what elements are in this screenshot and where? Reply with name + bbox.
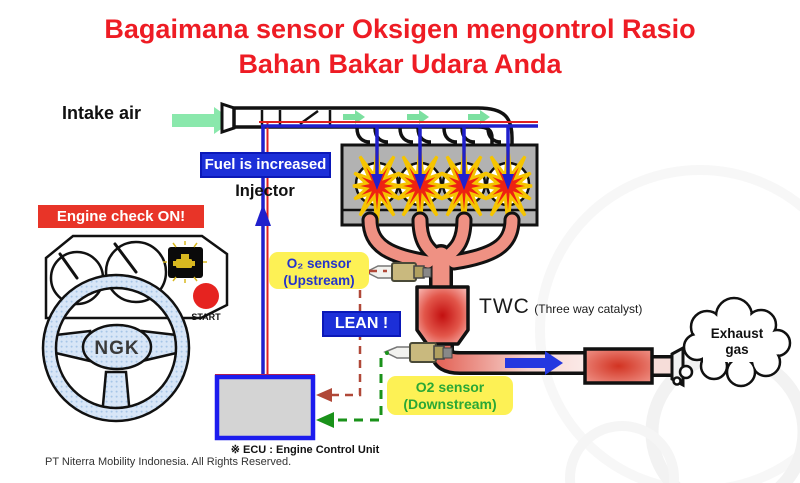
o2-upstream-line2: (Upstream) bbox=[283, 273, 355, 288]
fuel-increased-callout: Fuel is increased bbox=[200, 152, 331, 178]
muffler bbox=[583, 345, 685, 388]
exhaust-manifold bbox=[361, 211, 521, 302]
ecu-box bbox=[214, 374, 316, 441]
exhaust-gas-line2: gas bbox=[725, 342, 749, 357]
o2-downstream-callout: O2 sensor (Downstream) bbox=[387, 376, 513, 415]
exhaust-gas-line1: Exhaust bbox=[710, 326, 764, 341]
exhaust-gas-label: Exhaust gas bbox=[699, 326, 775, 358]
exhaust-flow-arrow-icon bbox=[505, 351, 563, 375]
wheel-hub bbox=[81, 323, 153, 371]
twc-label: TWC (Three way catalyst) bbox=[479, 295, 642, 319]
slide-title-line2: Bahan Bakar Udara Anda bbox=[238, 49, 562, 79]
copyright-footer: PT Niterra Mobility Indonesia. All Right… bbox=[45, 456, 292, 468]
twc-catalyst bbox=[415, 285, 470, 346]
o2-upstream-line1: O₂ sensor bbox=[286, 256, 352, 271]
o2-downstream-line1: O2 sensor bbox=[415, 379, 485, 395]
intake-air-label: Intake air bbox=[62, 103, 142, 123]
start-button-icon[interactable] bbox=[193, 283, 219, 309]
injector-label: Injector bbox=[235, 182, 295, 200]
o2-upstream-callout: O₂ sensor (Upstream) bbox=[269, 252, 369, 289]
engine-check-callout: Engine check ON! bbox=[38, 205, 204, 228]
intake-air-arrow-icon bbox=[172, 107, 233, 134]
o2-sensor-upstream-icon bbox=[364, 262, 432, 282]
slide-title-line1: Bagaimana sensor Oksigen mengontrol Rasi… bbox=[104, 14, 696, 44]
engine-check-lamp-icon bbox=[163, 241, 207, 283]
downstream-signal-line bbox=[324, 358, 383, 422]
ngk-logo: NGK bbox=[94, 338, 140, 359]
injector-flow-arrows-icon bbox=[371, 126, 514, 190]
twc-abbrev: TWC bbox=[479, 295, 530, 318]
twc-full-name: (Three way catalyst) bbox=[534, 302, 643, 316]
o2-downstream-line2: (Downstream) bbox=[403, 396, 497, 412]
slide-title: Bagaimana sensor Oksigen mengontrol Rasi… bbox=[0, 12, 800, 82]
steering-wheel bbox=[41, 273, 191, 423]
o2-sensor-downstream-icon bbox=[383, 342, 453, 363]
start-button-label: START bbox=[191, 312, 221, 322]
lean-callout: LEAN ! bbox=[322, 311, 401, 337]
ecu-note: ※ ECU : Engine Control Unit bbox=[230, 444, 380, 456]
exhaust-cloud bbox=[672, 296, 792, 388]
